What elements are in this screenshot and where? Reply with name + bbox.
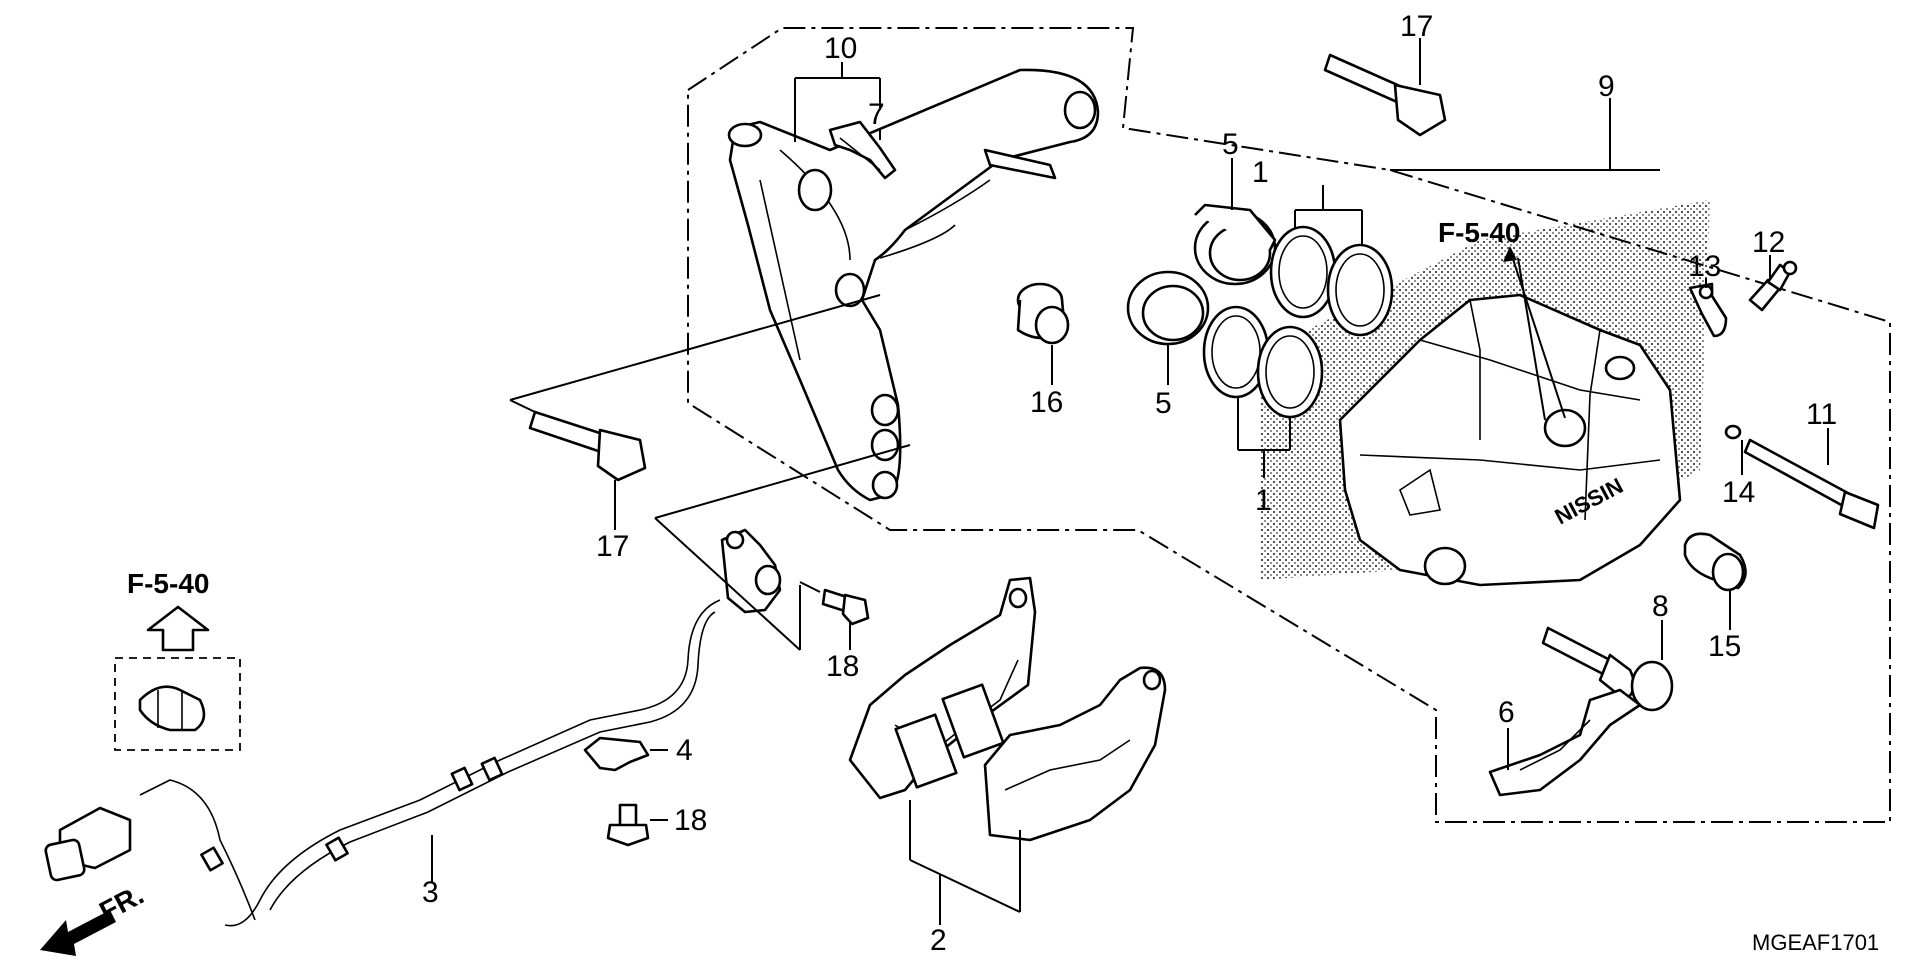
callout-label: 9 — [1598, 70, 1615, 103]
callout-label: 18 — [674, 804, 707, 837]
front-direction-arrow-icon — [40, 910, 116, 956]
wire-clip — [138, 685, 206, 732]
callouts: 1 1 2 3 4 5 5 6 7 8 9 10 11 12 13 14 15 … — [422, 10, 1837, 957]
leader-lines — [431, 38, 1829, 925]
callout-label: 7 — [868, 98, 885, 131]
callout-label: 15 — [1708, 630, 1741, 663]
pin-plug — [1683, 532, 1747, 592]
diagram-code: MGEAF1701 — [1752, 930, 1879, 955]
brake-pad-set — [848, 576, 1167, 842]
brake-caliper-body: NISSIN — [1338, 293, 1682, 587]
clip-inset-frame — [114, 657, 241, 751]
pin-washer — [1724, 424, 1742, 440]
callout-label: 5 — [1155, 387, 1172, 420]
caliper-piston — [1126, 203, 1277, 346]
callout-label: 10 — [824, 32, 857, 65]
callout-label: 5 — [1222, 128, 1239, 161]
up-arrow-icon — [146, 605, 210, 652]
pin-boot — [1016, 282, 1070, 345]
callout-label: 3 — [422, 876, 439, 909]
flange-bolt — [606, 588, 870, 847]
assembly-outline — [687, 27, 1891, 823]
bleeder-screw — [1748, 260, 1798, 312]
bracket-bolt — [528, 53, 1447, 482]
callout-label: 2 — [930, 924, 947, 957]
callout-label: 4 — [676, 734, 693, 767]
callout-label: 12 — [1752, 226, 1785, 259]
callout-label: 8 — [1652, 590, 1669, 623]
sensor-wire-clamp — [583, 736, 650, 772]
callout-label: 1 — [1252, 156, 1269, 189]
callout-label: 18 — [826, 650, 859, 683]
piston-seal-set — [1202, 225, 1394, 419]
pad-pin — [1743, 438, 1880, 530]
callout-label: 13 — [1688, 250, 1721, 283]
callout-label: 17 — [1400, 10, 1433, 43]
callout-label: 17 — [596, 530, 629, 563]
bleeder-cap — [1688, 282, 1728, 338]
reference-arrow-leader — [1517, 257, 1546, 421]
bracket-retainer — [828, 120, 897, 180]
callout-label: 14 — [1722, 476, 1755, 509]
reference-arrow-leader — [1509, 249, 1566, 419]
pad-spring — [1488, 688, 1642, 797]
caliper-bracket — [727, 68, 1100, 502]
arrow-head-icon — [1503, 246, 1517, 262]
callout-label: 1 — [1255, 484, 1272, 517]
wheel-speed-sensor — [44, 528, 782, 927]
callout-label: 6 — [1498, 696, 1515, 729]
reference-label: F-5-40 — [1438, 217, 1520, 248]
reference-label: F-5-40 — [127, 568, 209, 599]
callout-label: 11 — [1806, 398, 1837, 431]
callout-label: 16 — [1030, 386, 1063, 419]
